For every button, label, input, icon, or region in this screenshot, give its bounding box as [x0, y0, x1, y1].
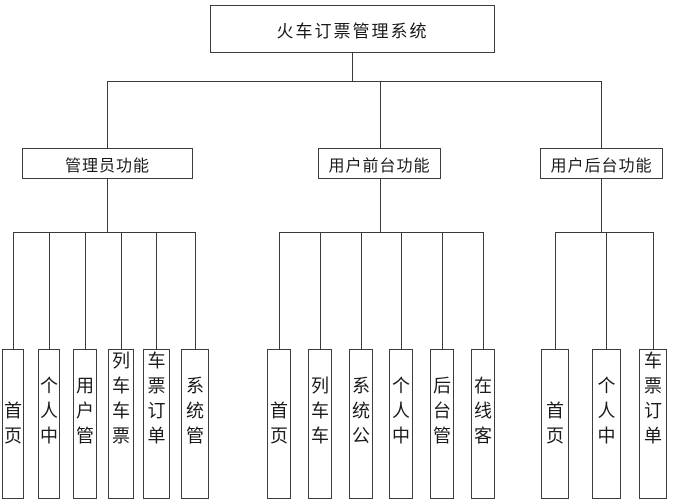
leaf-label: 在线客	[474, 376, 492, 446]
node-admin-home: 首页	[2, 349, 24, 499]
connector-root-down	[352, 53, 353, 81]
leaf-label: 用户管	[76, 376, 94, 446]
connector-bus-level1	[107, 81, 602, 82]
node-admin-system-management: 系统管	[181, 349, 209, 499]
connector-leaf-drop	[653, 232, 654, 349]
leaf-label: 首页	[546, 401, 564, 446]
connector-leaf-drop	[85, 232, 86, 349]
leaf-label: 首页	[4, 401, 22, 446]
node-front-system-notice: 系统公	[349, 349, 373, 499]
node-user-frontend-functions: 用户前台功能	[318, 148, 441, 179]
connector-leaf-drop	[13, 232, 14, 349]
node-front-home: 首页	[267, 349, 291, 499]
connector-admin-down	[107, 179, 108, 232]
node-front-personal-center: 个人中	[389, 349, 413, 499]
connector-drop-back	[601, 81, 602, 148]
node-admin-personal-center: 个人中	[38, 349, 60, 499]
connector-leaf-drop	[156, 232, 157, 349]
connector-bus-front	[279, 232, 483, 233]
leaf-label: 列车车票	[112, 351, 130, 446]
connector-leaf-drop	[49, 232, 50, 349]
node-admin-label: 管理员功能	[64, 157, 150, 175]
connector-leaf-drop	[555, 232, 556, 349]
leaf-label: 个人中	[392, 376, 410, 446]
connector-front-down	[380, 179, 381, 232]
connector-leaf-drop	[401, 232, 402, 349]
leaf-label: 列车车	[311, 376, 329, 446]
node-user-backend-functions: 用户后台功能	[540, 148, 663, 179]
node-user-frontend-label: 用户前台功能	[328, 157, 431, 175]
node-back-ticket-order: 车票订单	[639, 349, 667, 499]
connector-leaf-drop	[279, 232, 280, 349]
node-admin-functions: 管理员功能	[22, 148, 193, 179]
leaf-label: 车票订单	[147, 351, 166, 446]
node-root-system: 火车订票管理系统	[210, 5, 495, 53]
connector-leaf-drop	[320, 232, 321, 349]
connector-drop-admin	[107, 81, 108, 148]
connector-leaf-drop	[361, 232, 362, 349]
connector-leaf-drop	[121, 232, 122, 349]
leaf-label: 车票订单	[644, 351, 662, 446]
connector-leaf-drop	[483, 232, 484, 349]
node-front-train-ticket: 列车车	[308, 349, 332, 499]
node-user-backend-label: 用户后台功能	[550, 157, 653, 175]
leaf-label: 个人中	[597, 376, 616, 446]
connector-leaf-drop	[195, 232, 196, 349]
node-admin-train-ticket: 列车车票	[108, 349, 134, 499]
node-back-home: 首页	[541, 349, 569, 499]
connector-bus-admin	[13, 232, 195, 233]
leaf-label: 系统公	[352, 376, 370, 446]
connector-leaf-drop	[442, 232, 443, 349]
node-admin-ticket-order: 车票订单	[143, 349, 170, 499]
leaf-label: 后台管	[433, 376, 451, 446]
node-admin-user-management: 用户管	[73, 349, 97, 499]
connector-drop-front	[380, 81, 381, 148]
org-chart: 火车订票管理系统 管理员功能 用户前台功能 用户后台功能 首页 个人中 用户管 …	[2, 5, 667, 499]
connector-leaf-drop	[606, 232, 607, 349]
node-front-online-service: 在线客	[471, 349, 495, 499]
node-front-backend-management: 后台管	[430, 349, 454, 499]
leaf-label: 个人中	[40, 376, 58, 446]
node-root-label: 火车订票管理系统	[276, 21, 429, 41]
connector-back-down	[601, 179, 602, 232]
connector-bus-back	[555, 232, 653, 233]
leaf-label: 首页	[270, 401, 288, 446]
node-back-personal-center: 个人中	[592, 349, 621, 499]
leaf-label: 系统管	[186, 376, 204, 446]
